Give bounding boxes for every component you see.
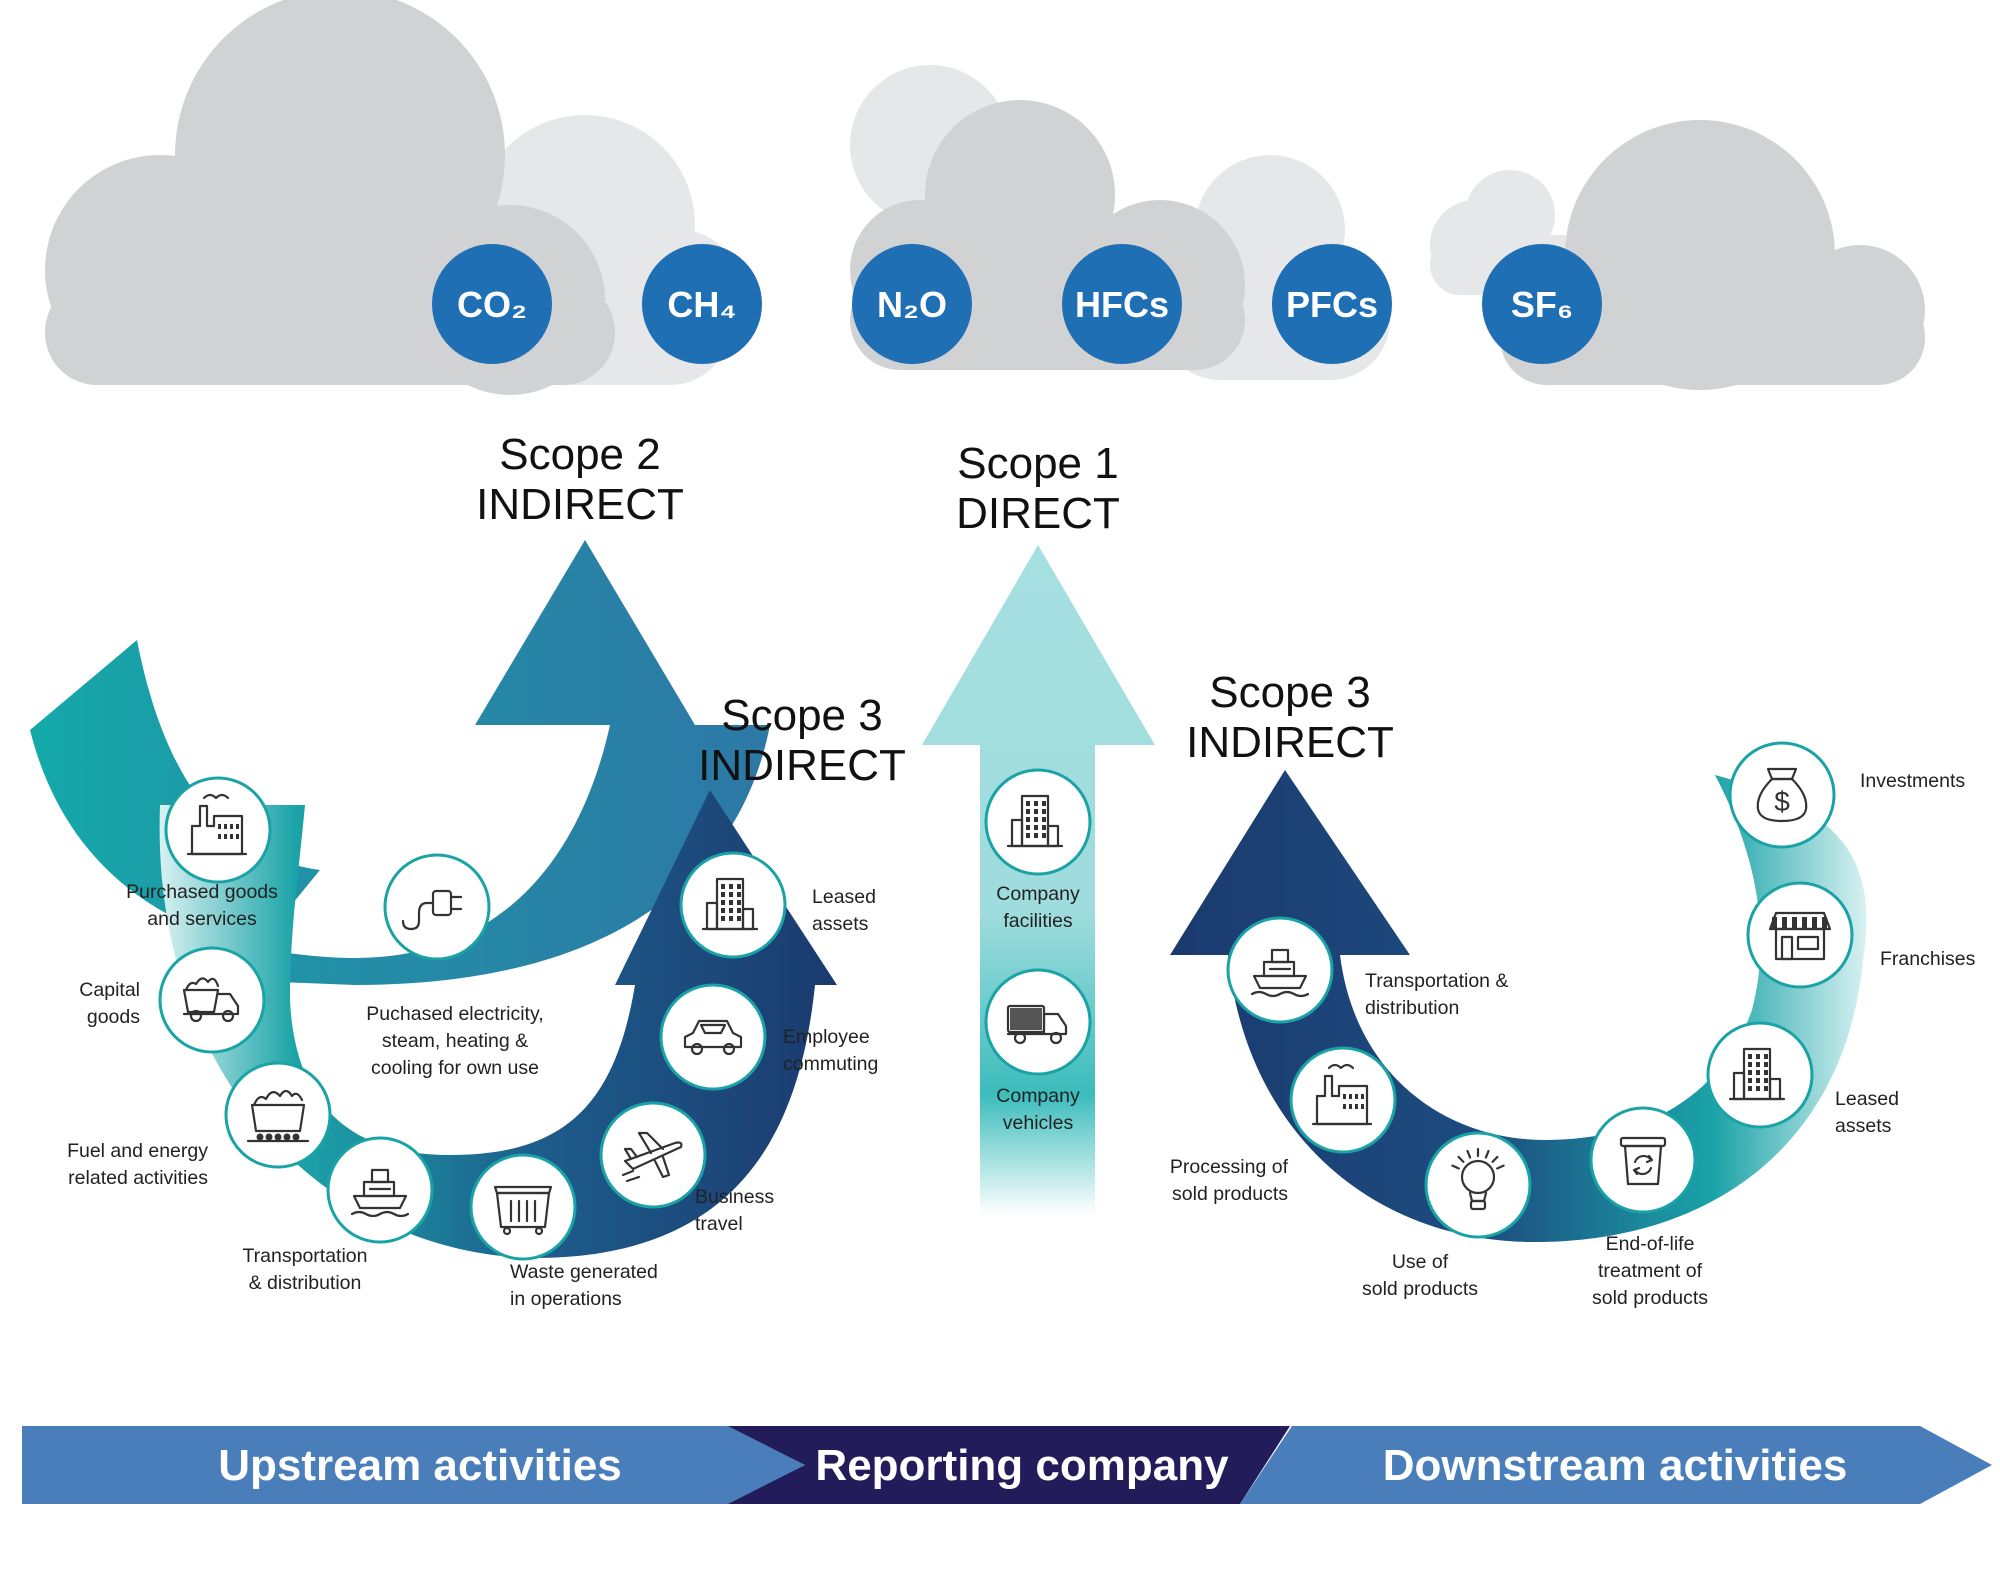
ship-icon bbox=[1250, 948, 1310, 998]
office-building-icon bbox=[1728, 1047, 1786, 1101]
value-chain-bar: Upstream activities Reporting company Do… bbox=[22, 1426, 1992, 1504]
money-bag-icon: $ bbox=[1756, 767, 1808, 823]
upstream-bar-segment bbox=[22, 1426, 805, 1504]
dump-truck-icon bbox=[182, 977, 240, 1023]
activity-node bbox=[383, 853, 491, 961]
activity-node bbox=[659, 983, 767, 1091]
gas-label: CO₂ bbox=[457, 284, 527, 325]
activity-label: Investments bbox=[1860, 770, 1965, 792]
scope2-title: Scope 2 INDIRECT bbox=[476, 430, 684, 529]
gas-label: CH₄ bbox=[667, 284, 736, 325]
plug-icon bbox=[401, 889, 463, 931]
dumpster-icon bbox=[493, 1185, 553, 1236]
office-building-icon bbox=[1006, 794, 1064, 848]
scope3-upstream-title: Scope 3 INDIRECT bbox=[698, 691, 906, 790]
gas-bubble: PFCs bbox=[1272, 244, 1392, 364]
scope1-arrow bbox=[922, 545, 1155, 1215]
downstream-activities-label: Downstream activities bbox=[1383, 1441, 1848, 1490]
activity-node bbox=[224, 1061, 332, 1169]
svg-text:INDIRECT: INDIRECT bbox=[476, 480, 684, 529]
gas-bubble: CH₄ bbox=[642, 244, 762, 364]
activity-node bbox=[164, 776, 272, 884]
greenhouse-gases: CO₂ CH₄ N₂O HFCs PFCs SF₆ bbox=[432, 244, 1602, 364]
activity-node bbox=[599, 1101, 707, 1209]
activity-label: Transportation &distribution bbox=[1365, 970, 1508, 1019]
ship-icon bbox=[350, 1168, 410, 1218]
scope3-downstream-title: Scope 3 INDIRECT bbox=[1186, 668, 1394, 767]
gas-label: SF₆ bbox=[1511, 284, 1573, 325]
activity-nodes: Puchased electricity,steam, heating &coo… bbox=[67, 741, 1976, 1310]
scope1-title: Scope 1 DIRECT bbox=[956, 439, 1120, 538]
svg-text:DIRECT: DIRECT bbox=[956, 489, 1120, 538]
activity-node bbox=[1289, 1046, 1397, 1154]
delivery-truck-icon bbox=[1006, 1004, 1068, 1045]
activity-node bbox=[1424, 1131, 1532, 1239]
svg-text:Scope 3: Scope 3 bbox=[721, 691, 882, 740]
gas-bubble: N₂O bbox=[852, 244, 972, 364]
svg-text:INDIRECT: INDIRECT bbox=[1186, 718, 1394, 767]
activity-label: Puchased electricity,steam, heating &coo… bbox=[366, 1003, 543, 1079]
activity-node bbox=[1226, 916, 1334, 1024]
light-bulb-icon bbox=[1451, 1147, 1505, 1211]
svg-text:$: $ bbox=[1774, 786, 1790, 817]
activity-label: Transportation& distribution bbox=[242, 1245, 367, 1294]
activity-node bbox=[469, 1153, 577, 1261]
activity-node bbox=[1589, 1106, 1697, 1214]
svg-text:Scope 3: Scope 3 bbox=[1209, 668, 1370, 717]
factory-icon bbox=[186, 793, 248, 856]
car-icon bbox=[683, 1019, 743, 1056]
office-building-icon bbox=[701, 877, 759, 931]
svg-text:Scope 2: Scope 2 bbox=[499, 430, 660, 479]
activity-node bbox=[1706, 1021, 1814, 1129]
activity-node bbox=[1746, 881, 1854, 989]
activity-node bbox=[326, 1136, 434, 1244]
clouds bbox=[45, 0, 1925, 395]
storefront-icon bbox=[1768, 911, 1832, 961]
activity-node bbox=[679, 851, 787, 959]
gas-bubble: HFCs bbox=[1062, 244, 1182, 364]
gas-bubble: CO₂ bbox=[432, 244, 552, 364]
recycle-bin-icon bbox=[1619, 1136, 1667, 1186]
upstream-activities-label: Upstream activities bbox=[218, 1441, 622, 1490]
reporting-company-bar-segment bbox=[728, 1426, 1290, 1504]
activity-node: $ bbox=[1728, 741, 1836, 849]
svg-text:INDIRECT: INDIRECT bbox=[698, 741, 906, 790]
activity-node bbox=[984, 968, 1092, 1076]
gas-label: N₂O bbox=[877, 284, 947, 325]
gas-bubble: SF₆ bbox=[1482, 244, 1602, 364]
svg-text:Scope 1: Scope 1 bbox=[957, 439, 1118, 488]
airplane-icon bbox=[621, 1131, 683, 1183]
downstream-bar-segment bbox=[1240, 1426, 1992, 1504]
activity-node bbox=[158, 946, 266, 1054]
activity-node bbox=[984, 768, 1092, 876]
factory-icon bbox=[1311, 1063, 1373, 1126]
mine-cart-icon bbox=[246, 1089, 310, 1143]
gas-label: HFCs bbox=[1075, 284, 1169, 325]
gas-label: PFCs bbox=[1286, 284, 1378, 325]
reporting-company-label: Reporting company bbox=[815, 1441, 1229, 1490]
activity-label: Franchises bbox=[1880, 948, 1976, 970]
